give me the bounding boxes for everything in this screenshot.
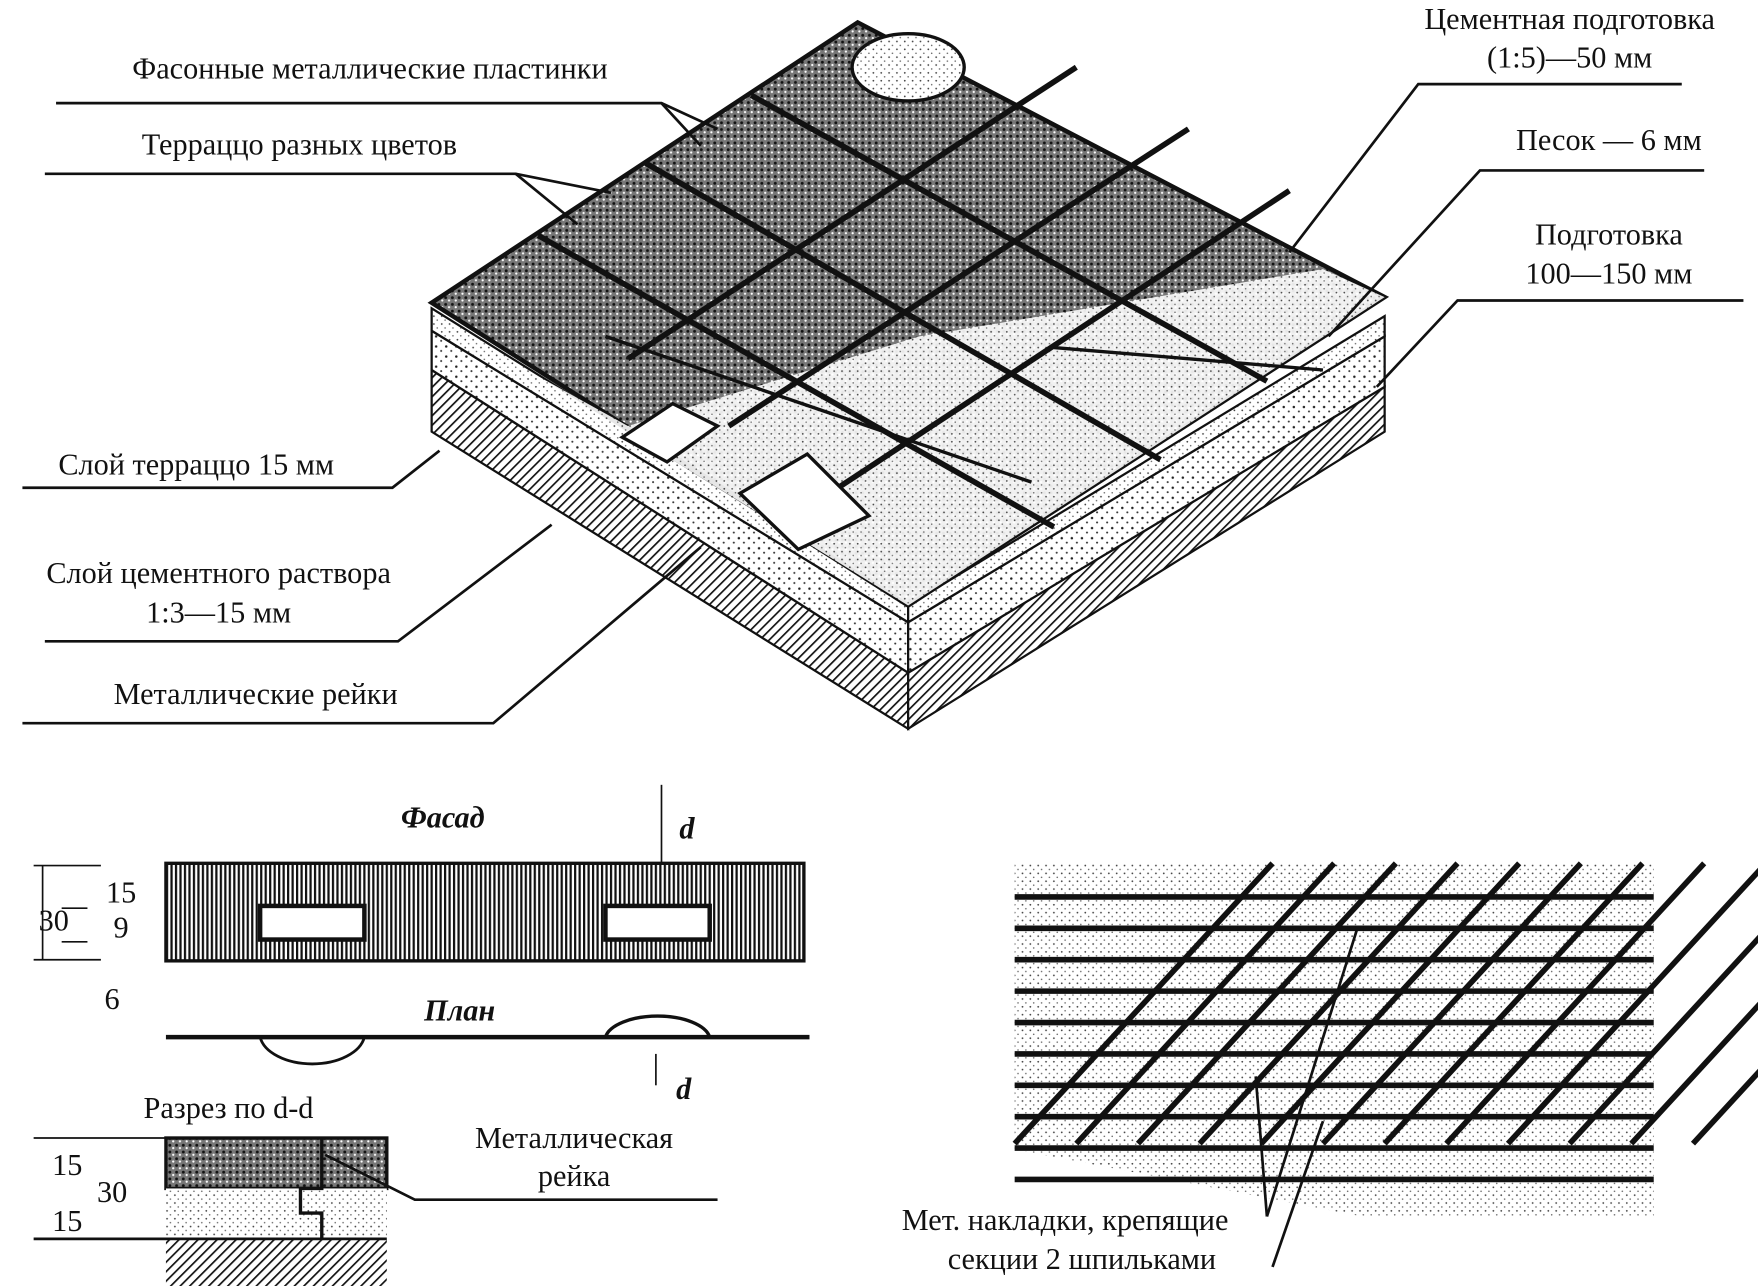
label-prep-thickness: 100—150 мм [1525, 257, 1692, 291]
exposed-mortar-bed [526, 269, 1385, 606]
mesh-bar [1382, 861, 1645, 1146]
facade-hole-left [257, 903, 367, 942]
mesh-bar [1012, 861, 1275, 1146]
label-metal-strip: Металлическая [475, 1121, 673, 1155]
section-ground [165, 1238, 387, 1286]
dim-total: 30 [39, 904, 69, 938]
mesh-bar [1629, 1001, 1758, 1146]
mesh-caption-2: секции 2 шпильками [948, 1242, 1216, 1276]
section-title: Разрез по d-d [144, 1091, 314, 1125]
label-prep: Подготовка [1535, 217, 1683, 251]
label-cement-prep: Цементная подготовка [1424, 2, 1715, 36]
label-sand: Песок — 6 мм [1516, 123, 1702, 157]
mesh-caption-1: Мет. накладки, крепящие [902, 1203, 1229, 1237]
leader-lines [22, 82, 1744, 725]
mesh-bar [1567, 934, 1758, 1146]
section-terrazzo [164, 1136, 389, 1191]
mesh-bar [1444, 861, 1707, 1146]
cut-mark-top: d [679, 812, 695, 846]
label-terrazzo-layer: Слой терраццо 15 мм [58, 447, 334, 481]
dim-mid: 9 [114, 910, 129, 944]
slab-labels: Фасонные металлические пластинки Террацц… [46, 2, 1715, 711]
mesh-bar [1197, 861, 1460, 1146]
label-shaped-plates: Фасонные металлические пластинки [132, 51, 607, 85]
plan-title: План [423, 993, 495, 1027]
label-terrazzo-colors: Терраццо разных цветов [142, 128, 457, 162]
mesh-bar [1135, 861, 1398, 1146]
mesh-bar [1690, 1068, 1758, 1146]
strip-details: Фасад d 30 15 9 6 План d Разрез по d-d 1… [33, 784, 810, 1286]
dim-top: 15 [106, 876, 136, 910]
sec-dim-top: 15 [52, 1148, 82, 1182]
facade-dimension-lines [33, 864, 101, 961]
section-mortar [165, 1188, 387, 1239]
terrazzo-circle-inlay [850, 31, 966, 103]
metal-mesh-illustration: Мет. накладки, крепящие секции 2 шпилька… [902, 861, 1758, 1276]
metal-strips [604, 334, 1324, 552]
label-cement-prep-thickness: (1:5)—50 мм [1487, 40, 1652, 74]
facade-title: Фасад [401, 800, 485, 834]
sec-dim-total: 30 [97, 1175, 127, 1209]
dim-bottom: 6 [105, 982, 120, 1016]
label-mortar-layer: Слой цементного раствора [46, 556, 391, 590]
label-metal-strips: Металлические рейки [114, 677, 398, 711]
terrazzo-grid-lines [536, 64, 1291, 530]
label-metal-strip-2: рейка [538, 1159, 611, 1193]
mortar-layer-right [907, 314, 1386, 625]
mesh-bar [1320, 861, 1583, 1146]
facade-hole-right [603, 903, 712, 942]
sec-dim-bottom: 15 [52, 1204, 82, 1238]
cut-mark-bottom: d [676, 1072, 692, 1106]
floor-slab-illustration [427, 19, 1390, 731]
label-mortar-ratio: 1:3—15 мм [146, 595, 291, 629]
mesh-bar [1505, 867, 1758, 1146]
mesh-bar [1074, 861, 1337, 1146]
